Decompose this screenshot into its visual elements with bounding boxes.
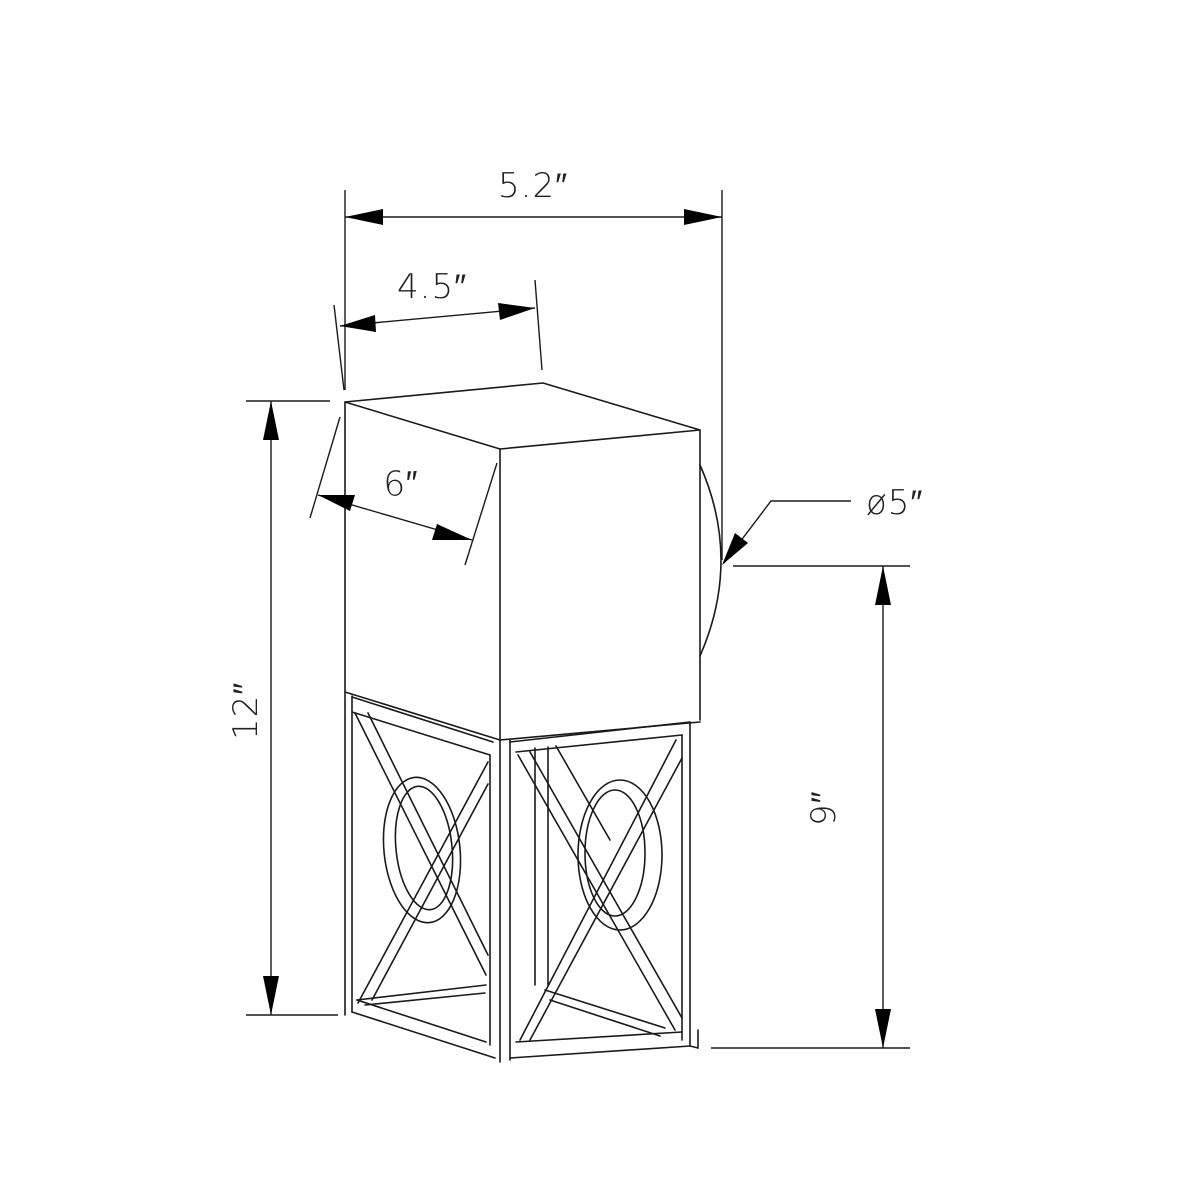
- dimension-overall-projection: [344, 190, 723, 560]
- dimension-backplate-diameter: [722, 500, 851, 565]
- lattice-panel-left: [351, 695, 496, 1059]
- label-overall-height: 12″: [226, 682, 266, 740]
- dimension-overall-height: [246, 400, 338, 1016]
- dimension-backplate-center-height: [711, 565, 910, 1049]
- label-body-width: 4.5″: [397, 267, 467, 307]
- label-backplate-diameter: ø5″: [866, 483, 923, 523]
- dimension-body-width: [333, 279, 543, 391]
- label-overall-projection: 5.2″: [498, 166, 568, 206]
- backplate-arc: [699, 464, 722, 657]
- dimension-body-depth: [309, 416, 498, 566]
- label-body-depth: 6″: [382, 463, 420, 505]
- label-backplate-center-height: 9″: [804, 790, 844, 826]
- lattice-panel-front: [509, 721, 699, 1061]
